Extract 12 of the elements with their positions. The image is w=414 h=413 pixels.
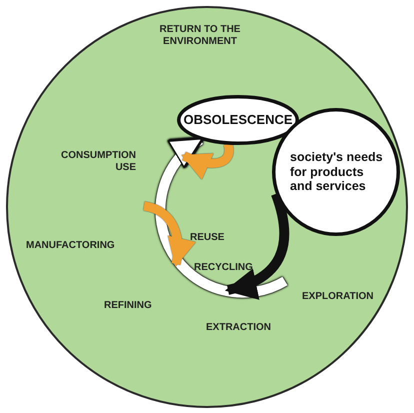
stage-label: RETURN TO THE ENVIRONMENT bbox=[158, 24, 242, 48]
stage-label: REUSE bbox=[190, 232, 226, 244]
cycle-circle bbox=[6, 6, 408, 408]
stage-label: EXTRACTION bbox=[206, 322, 272, 334]
stage-label: REFINING bbox=[104, 300, 153, 312]
obsolescence-ellipse: OBSOLESCENCE bbox=[177, 95, 299, 145]
stage-label: RECYCLING bbox=[194, 262, 254, 274]
stage-label: EXPLORATION bbox=[302, 291, 374, 303]
stage-label: MANUFACTORING bbox=[26, 240, 116, 252]
arrow bbox=[224, 192, 290, 298]
arrow bbox=[155, 136, 288, 298]
stage-label: CONSUMPTION USE bbox=[60, 150, 136, 174]
